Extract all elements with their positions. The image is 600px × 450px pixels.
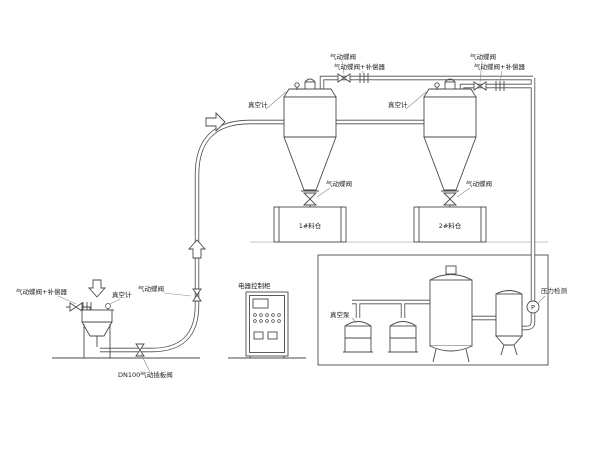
vacuum-gauge-icon (105, 303, 111, 309)
feeder-hopper (81, 309, 113, 323)
receiver1-top-valve-label: 气动蝶阀 (330, 52, 356, 61)
butterfly-valve-icon (337, 73, 351, 83)
vacuum-pump-label: 真空泵 (330, 310, 350, 319)
butterfly-valve-icon (192, 288, 202, 302)
feeder-station (66, 301, 114, 358)
feeder-gauge-label: 真空计 (112, 290, 132, 299)
feeder-valve-comp-label: 气动蝶阀+补偿器 (16, 287, 67, 296)
leader-lines (57, 60, 546, 373)
dust-filter (494, 290, 524, 356)
control-cabinet-label: 电器控制柜 (238, 281, 271, 290)
feeder-line-valve-label: 气动蝶阀 (138, 284, 164, 293)
receiver2-silo-label: 2#料仓 (439, 221, 462, 230)
pressure-gauge: P (526, 300, 540, 314)
pressure-detect-label: 压力检测 (541, 286, 568, 295)
pump-room-outline (317, 254, 549, 366)
receiver2-top-valve-label: 气动蝶阀 (470, 52, 496, 61)
receiver2-discharge-valve-label: 气动蝶阀 (466, 179, 492, 188)
control-cabinet (245, 291, 289, 358)
feed-arrow-icon (87, 279, 107, 298)
buffer-tank (429, 265, 473, 363)
receiver1-discharge-valve-label: 气动蝶阀 (326, 179, 352, 188)
pressure-gauge-tag: P (531, 304, 535, 312)
receiver2-top-comp-label: 气动蝶阀+补偿器 (474, 62, 525, 71)
flow-arrow-icon (187, 239, 207, 259)
butterfly-valve-icon (473, 81, 487, 91)
vacuum-receiver-2 (413, 78, 487, 243)
feeder-gate-valve-label: DN100气动插板阀 (118, 370, 173, 379)
vacuum-receiver-1 (273, 78, 347, 243)
vacuum-pump-1 (343, 321, 373, 353)
cabinet-display (252, 298, 269, 309)
receiver1-top-comp-label: 气动蝶阀+补偿器 (334, 62, 385, 71)
receiver1-silo-label: 1#料仓 (299, 221, 322, 230)
receiver1-gauge-label: 真空计 (248, 100, 268, 109)
receiver2-gauge-label: 真空计 (388, 100, 408, 109)
flow-arrow-icon (205, 111, 226, 133)
vacuum-pump-2 (388, 321, 418, 353)
